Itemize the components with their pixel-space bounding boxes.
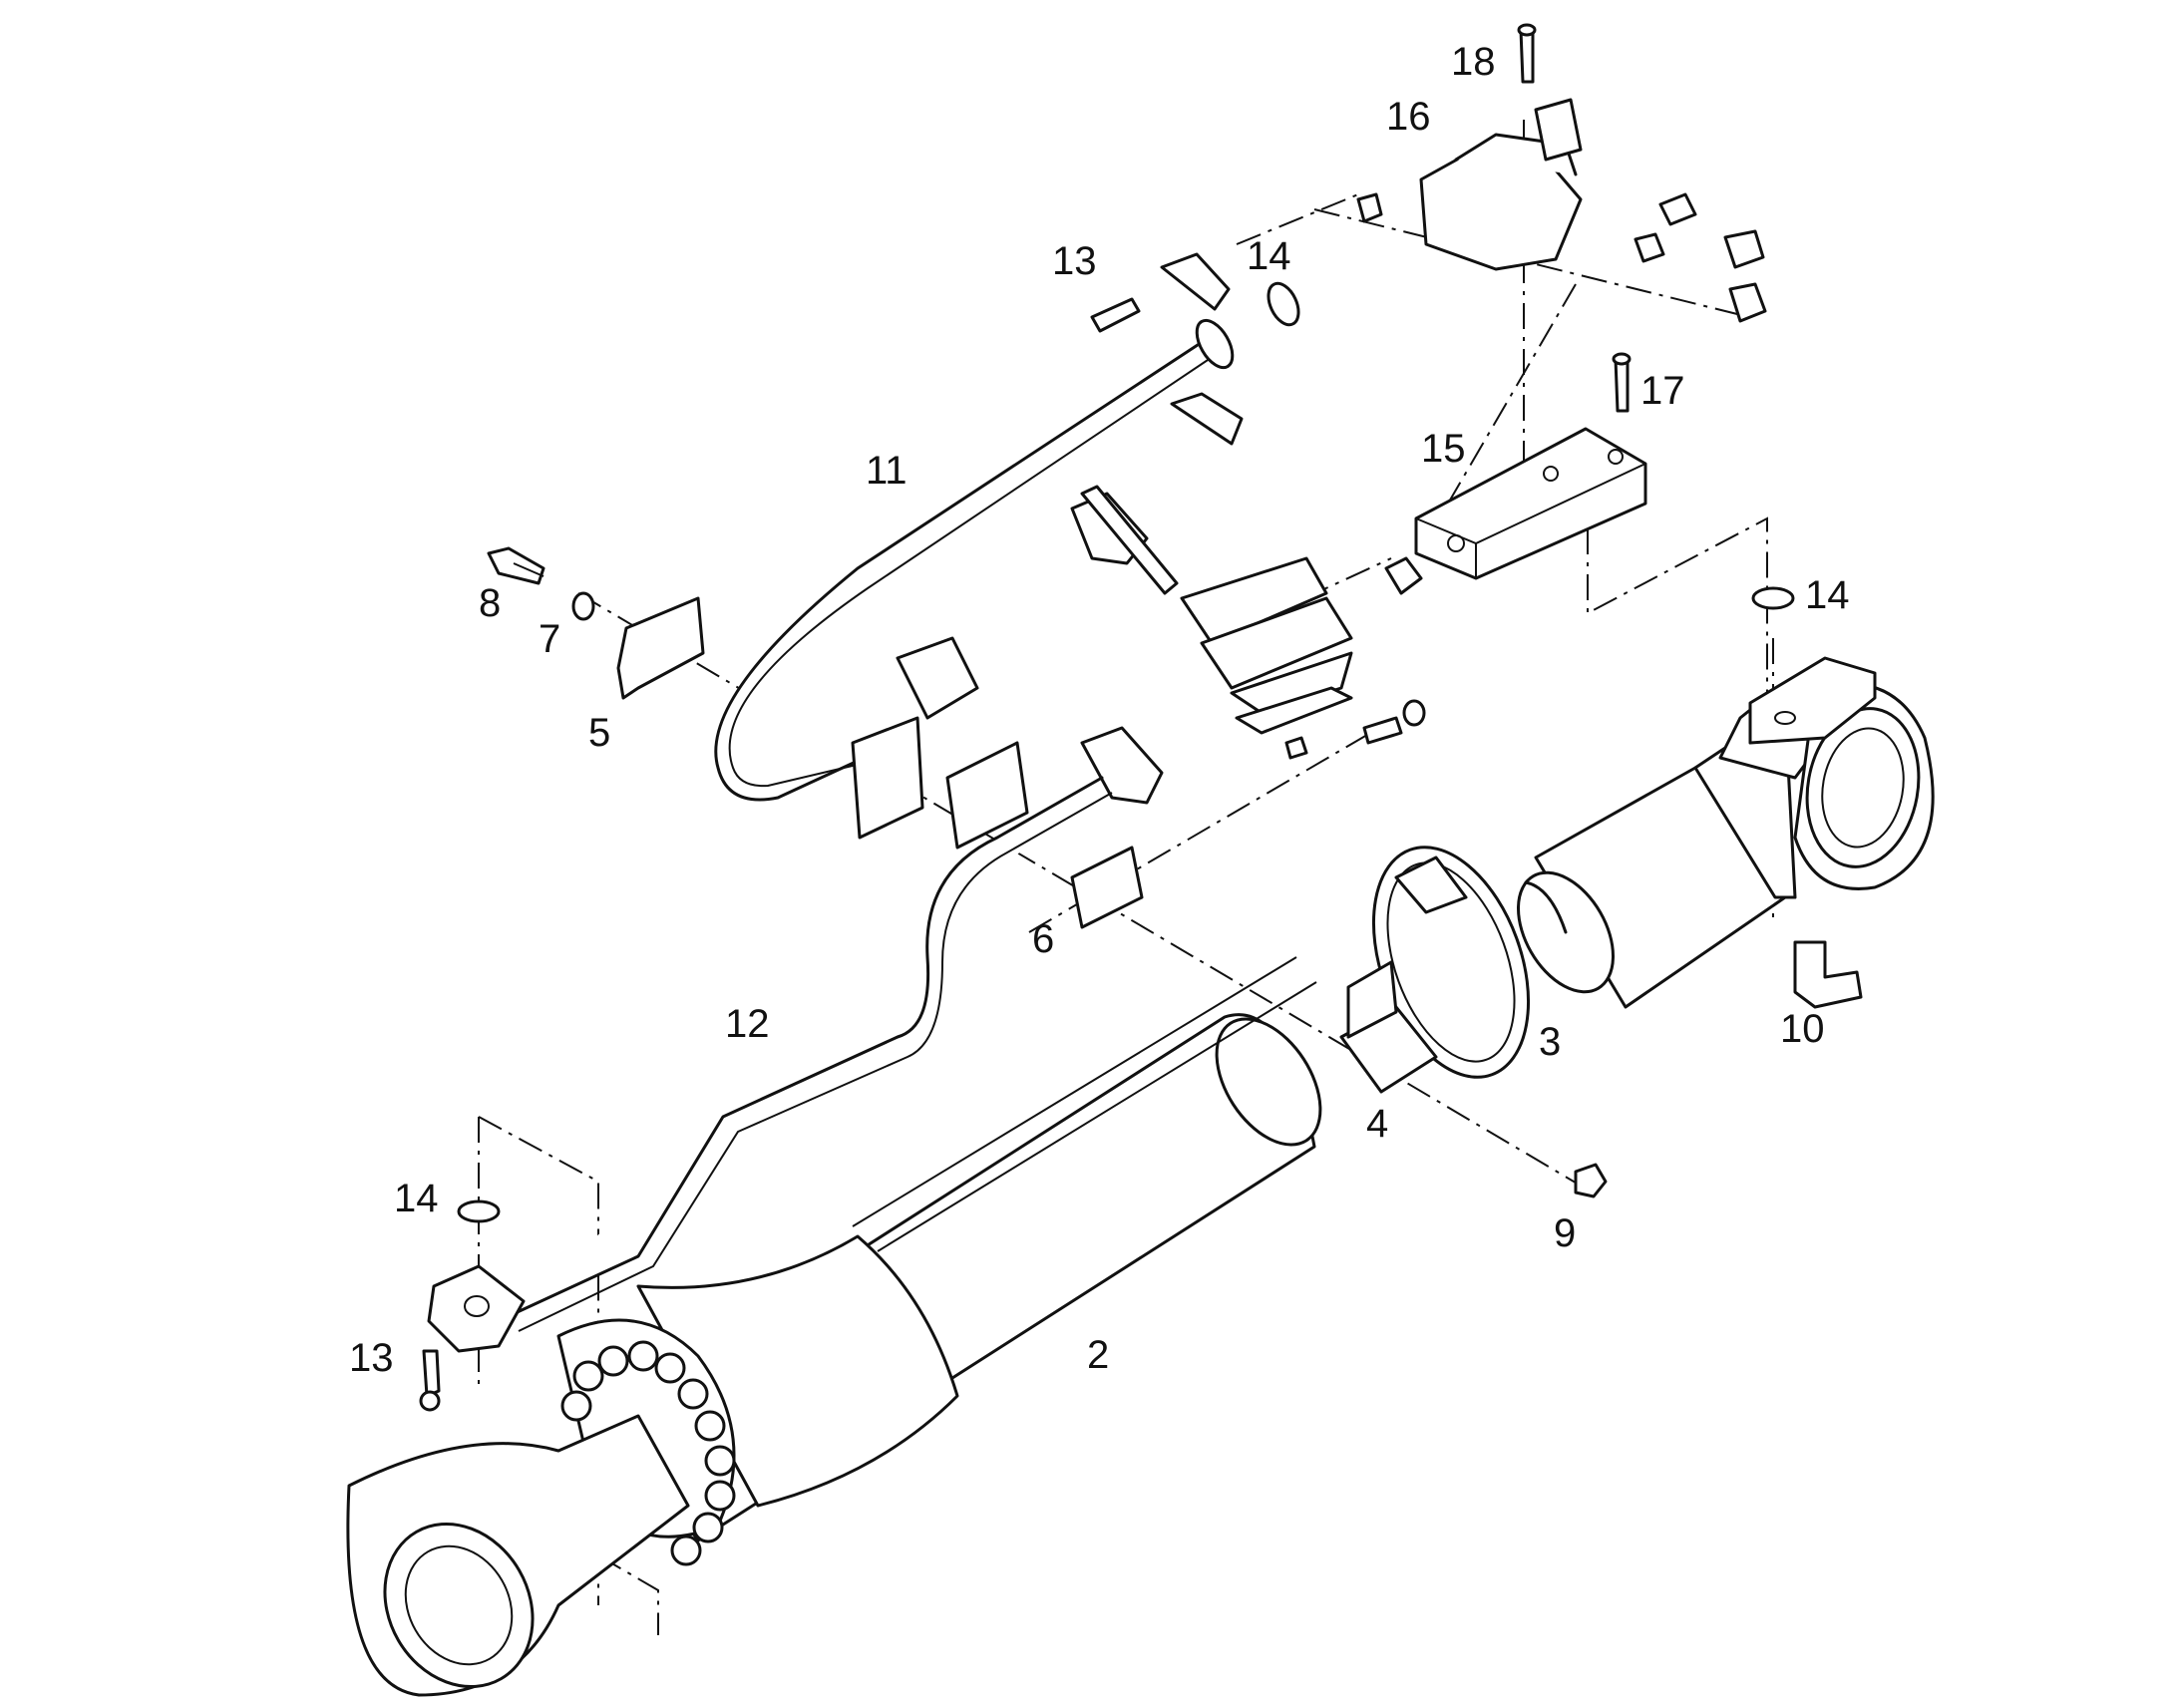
callout-2: 2 xyxy=(1087,1333,1109,1377)
part-16-valve xyxy=(1356,98,1767,323)
clamp-sandwich xyxy=(1180,556,1426,760)
part-6-clamp-plate xyxy=(1070,846,1144,929)
callout-17: 17 xyxy=(1640,369,1685,413)
part-2-cylinder-tube xyxy=(346,956,1322,1697)
callout-3: 3 xyxy=(1539,1020,1561,1064)
callout-8: 8 xyxy=(479,581,501,625)
callout-16: 16 xyxy=(1386,95,1431,139)
part-10-elbow xyxy=(1793,940,1863,1009)
callout-5: 5 xyxy=(588,711,610,755)
part-4-bracket xyxy=(1339,960,1438,1094)
callout-18: 18 xyxy=(1451,40,1496,84)
callout-12: 12 xyxy=(725,1002,770,1046)
part-5-clamp-plate xyxy=(616,596,1029,850)
part-14-orings xyxy=(457,281,1795,1223)
callout-14-top: 14 xyxy=(1247,234,1291,278)
callout-10: 10 xyxy=(1780,1007,1825,1051)
callout-6: 6 xyxy=(1032,917,1054,961)
part-2-flange-bolts xyxy=(560,1340,736,1566)
part-7-washer xyxy=(571,591,595,621)
callout-7: 7 xyxy=(539,617,560,661)
part-15-block xyxy=(1384,427,1647,595)
callout-15: 15 xyxy=(1421,427,1466,471)
part-9-nut xyxy=(1574,1163,1608,1198)
part-11-pipe xyxy=(714,318,1235,802)
part-13-screws xyxy=(419,297,1141,1412)
part-17-screw xyxy=(1612,352,1632,413)
part-3-clamp xyxy=(1371,846,1531,1079)
part-12-pipe xyxy=(427,776,1113,1353)
part-8-bolt xyxy=(487,546,545,585)
callout-4: 4 xyxy=(1366,1102,1388,1146)
callout-13-bottom: 13 xyxy=(349,1336,394,1380)
mounting-bolt xyxy=(1080,485,1179,595)
callout-14-left: 14 xyxy=(394,1177,439,1220)
upper-cylinder xyxy=(1517,656,1935,1009)
part-18-screw xyxy=(1517,23,1537,84)
callout-9: 9 xyxy=(1554,1211,1576,1255)
callout-11: 11 xyxy=(866,449,908,493)
callout-13-top: 13 xyxy=(1052,239,1097,283)
callout-14-right: 14 xyxy=(1805,573,1850,617)
callouts: 2 3 4 5 6 7 8 9 10 11 12 13 13 14 14 14 … xyxy=(349,40,1850,1380)
